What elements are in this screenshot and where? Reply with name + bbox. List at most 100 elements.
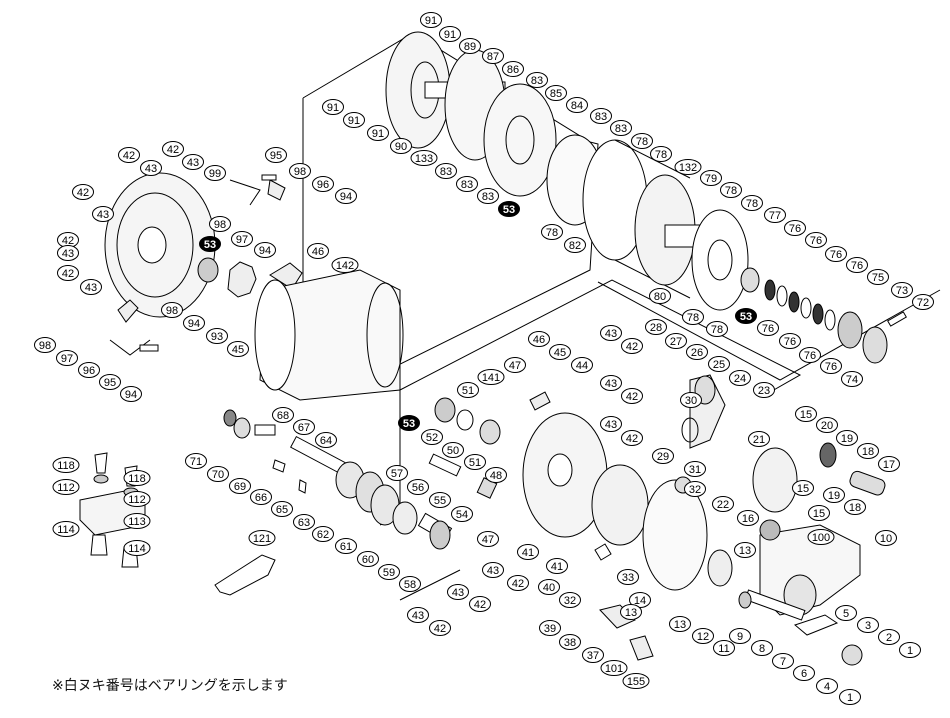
- svg-text:43: 43: [187, 157, 199, 169]
- svg-text:23: 23: [758, 385, 770, 397]
- svg-text:24: 24: [734, 373, 746, 385]
- svg-text:87: 87: [487, 51, 499, 63]
- part-label-78: 78: [650, 146, 672, 162]
- svg-text:15: 15: [797, 483, 809, 495]
- svg-text:29: 29: [657, 451, 669, 463]
- part-label-83: 83: [590, 108, 612, 124]
- clamp-assembly: [79, 452, 276, 596]
- svg-text:51: 51: [469, 457, 481, 469]
- part-label-91: 91: [343, 112, 365, 128]
- part-label-66: 66: [250, 489, 272, 505]
- part-label-43: 43: [407, 607, 429, 623]
- part-label-76: 76: [805, 232, 827, 248]
- svg-text:54: 54: [456, 509, 468, 521]
- svg-text:83: 83: [531, 75, 543, 87]
- svg-text:43: 43: [412, 610, 424, 622]
- svg-text:45: 45: [554, 347, 566, 359]
- svg-text:77: 77: [769, 210, 781, 222]
- part-label-53: 53: [398, 415, 420, 431]
- svg-text:52: 52: [426, 432, 438, 444]
- part-label-118: 118: [123, 470, 151, 486]
- svg-text:42: 42: [626, 391, 638, 403]
- part-label-42: 42: [57, 232, 79, 248]
- part-label-78: 78: [741, 195, 763, 211]
- part-label-70: 70: [207, 466, 229, 482]
- part-label-76: 76: [799, 347, 821, 363]
- part-label-42: 42: [469, 596, 491, 612]
- svg-text:41: 41: [522, 547, 534, 559]
- svg-text:33: 33: [622, 572, 634, 584]
- svg-text:42: 42: [62, 235, 74, 247]
- part-label-43: 43: [482, 562, 504, 578]
- svg-text:74: 74: [846, 374, 858, 386]
- part-label-46: 46: [528, 331, 550, 347]
- svg-text:71: 71: [190, 456, 202, 468]
- part-label-15: 15: [795, 406, 817, 422]
- part-label-54: 54: [451, 506, 473, 522]
- part-label-47: 47: [477, 531, 499, 547]
- svg-text:89: 89: [464, 41, 476, 53]
- svg-text:58: 58: [404, 579, 416, 591]
- svg-text:82: 82: [569, 240, 581, 252]
- part-label-62: 62: [312, 526, 334, 542]
- part-label-87: 87: [482, 48, 504, 64]
- part-label-11: 11: [713, 640, 735, 656]
- bearing-note: ※白ヌキ番号はベアリングを示します: [52, 678, 288, 694]
- svg-text:20: 20: [821, 420, 833, 432]
- svg-text:15: 15: [813, 508, 825, 520]
- svg-text:76: 76: [762, 323, 774, 335]
- svg-text:42: 42: [123, 150, 135, 162]
- svg-text:94: 94: [188, 318, 200, 330]
- part-label-18: 18: [857, 443, 879, 459]
- part-label-43: 43: [140, 160, 162, 176]
- svg-text:48: 48: [490, 470, 502, 482]
- part-label-83: 83: [477, 188, 499, 204]
- svg-text:2: 2: [886, 632, 892, 644]
- part-label-78: 78: [720, 182, 742, 198]
- svg-text:91: 91: [372, 128, 384, 140]
- part-label-59: 59: [378, 564, 400, 580]
- part-label-76: 76: [757, 320, 779, 336]
- svg-text:9: 9: [737, 631, 743, 643]
- part-label-78: 78: [631, 133, 653, 149]
- part-label-76: 76: [846, 257, 868, 273]
- part-label-32: 32: [559, 592, 581, 608]
- part-label-23: 23: [753, 382, 775, 398]
- part-label-91: 91: [420, 12, 442, 28]
- svg-text:95: 95: [270, 150, 282, 162]
- part-label-61: 61: [335, 538, 357, 554]
- svg-text:83: 83: [461, 179, 473, 191]
- part-label-43: 43: [600, 325, 622, 341]
- part-label-114: 114: [123, 540, 151, 556]
- svg-text:32: 32: [689, 484, 701, 496]
- svg-text:42: 42: [434, 623, 446, 635]
- part-label-9: 9: [729, 628, 751, 644]
- svg-text:96: 96: [83, 365, 95, 377]
- svg-text:43: 43: [605, 328, 617, 340]
- part-label-83: 83: [456, 176, 478, 192]
- part-label-2: 2: [878, 629, 900, 645]
- part-label-42: 42: [72, 184, 94, 200]
- svg-text:7: 7: [780, 656, 786, 668]
- svg-text:53: 53: [204, 239, 216, 251]
- svg-text:43: 43: [452, 587, 464, 599]
- part-label-43: 43: [80, 279, 102, 295]
- part-label-42: 42: [118, 147, 140, 163]
- part-label-55: 55: [429, 492, 451, 508]
- part-label-53: 53: [199, 236, 221, 252]
- part-label-91: 91: [322, 99, 344, 115]
- svg-text:61: 61: [340, 541, 352, 553]
- part-label-60: 60: [357, 551, 379, 567]
- svg-text:83: 83: [615, 123, 627, 135]
- svg-text:28: 28: [650, 322, 662, 334]
- svg-text:98: 98: [166, 305, 178, 317]
- svg-text:43: 43: [605, 419, 617, 431]
- part-label-89: 89: [459, 38, 481, 54]
- part-label-97: 97: [56, 350, 78, 366]
- svg-text:13: 13: [625, 607, 637, 619]
- part-label-15: 15: [808, 505, 830, 521]
- svg-text:14: 14: [634, 595, 646, 607]
- part-label-43: 43: [57, 245, 79, 261]
- part-label-83: 83: [526, 72, 548, 88]
- svg-text:79: 79: [705, 173, 717, 185]
